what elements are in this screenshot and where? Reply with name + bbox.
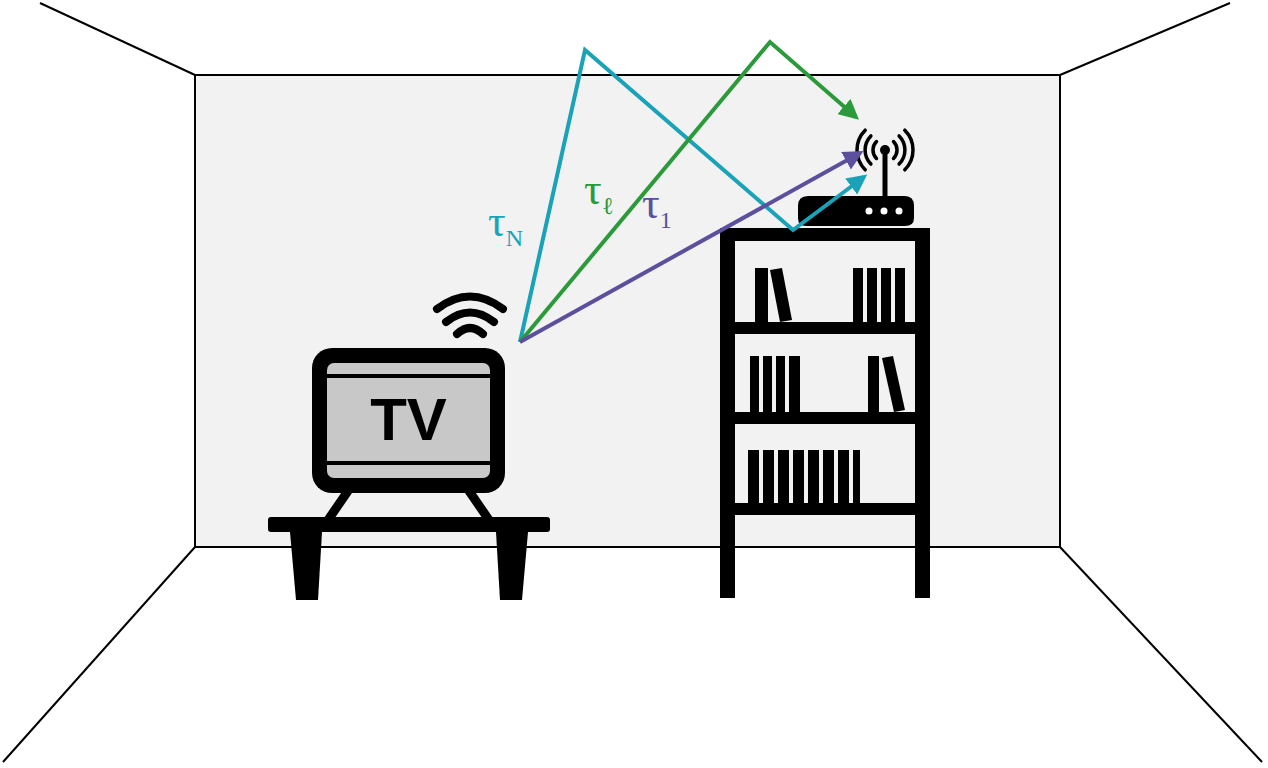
book <box>763 356 772 412</box>
shelf-board <box>720 503 930 515</box>
router-antenna <box>883 152 888 200</box>
screen-label: TV <box>370 390 447 450</box>
router-waves <box>857 130 913 170</box>
book <box>867 268 877 322</box>
wave-arc <box>905 130 913 170</box>
book <box>823 450 834 503</box>
shelf-board <box>720 228 930 241</box>
delay-label: τℓ <box>584 168 613 218</box>
book <box>838 450 849 503</box>
delay-label: τN <box>488 200 523 250</box>
wall-edge <box>3 547 195 762</box>
book <box>778 450 789 503</box>
back-wall <box>195 75 1060 547</box>
tv-body <box>312 348 505 493</box>
wave-arc <box>894 142 898 159</box>
book <box>750 356 759 412</box>
wifi-symbol <box>457 328 483 334</box>
tv-screen-line <box>327 374 490 378</box>
books <box>748 268 905 503</box>
book <box>776 356 785 412</box>
book <box>808 450 819 503</box>
wall-edge <box>1060 3 1230 75</box>
wifi-symbol <box>446 313 494 323</box>
shelf-board <box>720 322 930 334</box>
signal-path <box>520 153 860 342</box>
book <box>868 356 879 412</box>
wave-arc <box>865 136 871 164</box>
table-leg <box>290 532 322 600</box>
table-leg <box>496 532 528 600</box>
tv-screen-line <box>327 461 490 465</box>
table-top <box>268 517 550 532</box>
wall-edge <box>40 3 195 75</box>
book <box>882 356 905 412</box>
shelf-board <box>720 412 930 424</box>
wall-edge <box>1060 547 1262 762</box>
router-light <box>881 208 888 215</box>
book <box>895 268 905 322</box>
wave-arc <box>899 136 905 164</box>
book <box>770 268 792 322</box>
wave-arc <box>857 130 865 170</box>
router-light <box>866 208 873 215</box>
delay-label: τ1 <box>642 182 672 232</box>
book <box>755 268 768 322</box>
book <box>853 450 860 503</box>
tv-screen: TV <box>327 378 490 461</box>
signal-path <box>520 50 864 342</box>
router-light <box>896 208 903 215</box>
signal-path <box>520 42 856 342</box>
book <box>881 268 891 322</box>
book <box>789 356 800 412</box>
book <box>793 450 804 503</box>
tv-screen-fill <box>327 363 490 478</box>
book <box>853 268 863 322</box>
wave-arc <box>873 142 877 159</box>
book <box>763 450 774 503</box>
book <box>748 450 759 503</box>
router-antenna <box>880 145 890 155</box>
wifi-symbol <box>437 297 503 310</box>
